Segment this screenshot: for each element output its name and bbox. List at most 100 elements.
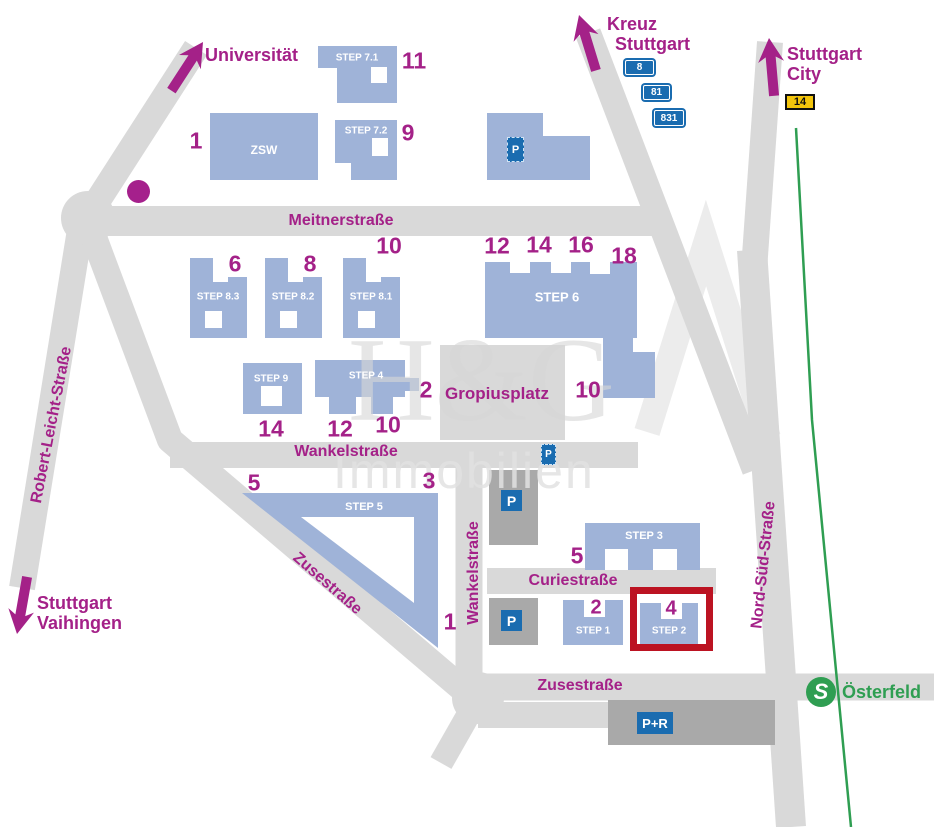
step3-notch-1 bbox=[605, 549, 628, 570]
dest-city-line2: City bbox=[787, 64, 822, 84]
dest-vaihingen-line1: Stuttgart bbox=[37, 593, 112, 613]
step7-2-notch bbox=[335, 163, 351, 180]
street-city bbox=[741, 41, 783, 271]
label-wankelstrasse-vertical: Wankelstraße bbox=[465, 521, 482, 625]
dest-universitaet: Universität bbox=[205, 45, 299, 65]
step8-3-courtyard bbox=[205, 311, 222, 328]
step2-highlight-box bbox=[630, 587, 713, 651]
parking-icon-upper-lot: P bbox=[501, 490, 522, 511]
dest-stuttgart-city: Stuttgart City bbox=[787, 44, 862, 84]
parking-icon-gropiusplatz: P bbox=[541, 444, 556, 465]
parking-icon-lower-lot: P bbox=[501, 610, 522, 631]
step7-2-courtyard bbox=[372, 138, 388, 156]
number-step3: 5 bbox=[570, 542, 584, 569]
street-robert-leicht bbox=[9, 227, 93, 591]
park-and-ride-lot bbox=[608, 700, 775, 745]
name-step8-3: STEP 8.3 bbox=[196, 291, 240, 303]
location-dot bbox=[127, 180, 150, 203]
number-step5-5: 5 bbox=[247, 469, 261, 496]
building-parking-garage bbox=[487, 113, 590, 180]
station-oesterfeld: Österfeld bbox=[842, 682, 922, 702]
label-meitnerstrasse: Meitnerstraße bbox=[288, 212, 394, 229]
name-step8-2: STEP 8.2 bbox=[271, 291, 315, 303]
step8-2-courtyard bbox=[280, 311, 297, 328]
number-step4-2: 2 bbox=[419, 376, 433, 403]
dest-kreuz-line1: Kreuz bbox=[607, 14, 658, 34]
dest-city-line1: Stuttgart bbox=[787, 44, 862, 64]
step3-notch-2 bbox=[653, 549, 677, 570]
step8-1-courtyard bbox=[358, 311, 375, 328]
number-step6-12: 12 bbox=[484, 232, 510, 259]
number-step8-2: 8 bbox=[303, 250, 317, 277]
label-wankelstrasse-horizontal: Wankelstraße bbox=[294, 443, 398, 460]
number-step8-3: 6 bbox=[228, 250, 242, 277]
number-step6-14: 14 bbox=[526, 231, 552, 258]
step1-notch bbox=[584, 600, 605, 617]
step6-notch-3 bbox=[590, 262, 610, 274]
label-curiestrasse: Curiestraße bbox=[528, 572, 618, 589]
building-step8-1 bbox=[343, 258, 400, 338]
step6-notch-2 bbox=[551, 262, 571, 273]
autobahn-sign-a81: 81 bbox=[643, 85, 670, 100]
step6-notch-1 bbox=[510, 262, 530, 273]
arrow-kreuz-stuttgart bbox=[573, 15, 601, 72]
label-zusestrasse-bottom: Zusestraße bbox=[537, 677, 623, 694]
street-network bbox=[9, 28, 934, 827]
number-step5-1: 1 bbox=[443, 608, 457, 635]
number-step6-18: 18 bbox=[611, 242, 637, 269]
name-step2: STEP 2 bbox=[651, 625, 687, 637]
name-step7-2: STEP 7.2 bbox=[344, 125, 388, 137]
number-zsw: 1 bbox=[189, 127, 203, 154]
name-step5: STEP 5 bbox=[345, 501, 383, 513]
building-courtyards bbox=[205, 67, 682, 619]
gropiusplatz-plaza bbox=[440, 345, 565, 440]
sbahn-logo: S bbox=[806, 677, 836, 707]
building-step4 bbox=[315, 360, 419, 414]
name-step7-1: STEP 7.1 bbox=[335, 52, 379, 64]
step5-courtyard bbox=[301, 517, 414, 603]
roundabout-northwest bbox=[61, 191, 115, 245]
b14-sign: 14 bbox=[785, 94, 815, 110]
building-step7-1 bbox=[318, 46, 397, 103]
number-step4-10: 10 bbox=[375, 411, 401, 438]
arrow-stuttgart-city bbox=[758, 38, 785, 97]
number-step5-3: 3 bbox=[422, 467, 436, 494]
street-nord-sued bbox=[737, 248, 806, 827]
step9-courtyard bbox=[261, 386, 282, 406]
direction-arrows bbox=[8, 15, 785, 634]
name-step1: STEP 1 bbox=[575, 625, 611, 637]
autobahn-sign-a831: 831 bbox=[654, 110, 684, 126]
building-step8-3 bbox=[190, 258, 247, 338]
label-gropiusplatz: Gropiusplatz bbox=[445, 384, 549, 403]
number-step2: 4 bbox=[665, 597, 677, 620]
arrow-stuttgart-vaihingen bbox=[8, 576, 34, 634]
number-step6-annex: 10 bbox=[575, 376, 601, 403]
name-step9: STEP 9 bbox=[253, 373, 289, 385]
autobahn-sign-a8: 8 bbox=[625, 60, 654, 75]
dest-kreuz-stuttgart: Kreuz Stuttgart bbox=[607, 14, 690, 54]
number-step7-2: 9 bbox=[401, 119, 415, 146]
name-zsw: ZSW bbox=[250, 143, 278, 157]
dest-kreuz-line2: Stuttgart bbox=[615, 34, 690, 54]
building-step6-annex bbox=[603, 338, 655, 398]
step7-1-courtyard bbox=[371, 67, 387, 83]
street-kreuz bbox=[575, 28, 768, 475]
step2-notch bbox=[661, 603, 682, 619]
number-step9: 14 bbox=[258, 415, 284, 442]
number-step4-12: 12 bbox=[327, 415, 353, 442]
dest-vaihingen-line2: Vaihingen bbox=[37, 613, 123, 633]
building-step3 bbox=[585, 523, 700, 570]
number-step8-1: 10 bbox=[376, 232, 402, 259]
parking-icon-garage: P bbox=[507, 137, 524, 162]
junction-south bbox=[452, 672, 504, 724]
number-step1: 2 bbox=[590, 596, 602, 619]
name-step6: STEP 6 bbox=[534, 289, 580, 305]
sbahn-line bbox=[794, 127, 853, 827]
name-step4: STEP 4 bbox=[348, 370, 384, 382]
arrow-universitaet bbox=[167, 42, 203, 94]
number-step6-16: 16 bbox=[568, 231, 594, 258]
building-step6 bbox=[485, 262, 637, 338]
dest-stuttgart-vaihingen: Stuttgart Vaihingen bbox=[37, 593, 122, 633]
